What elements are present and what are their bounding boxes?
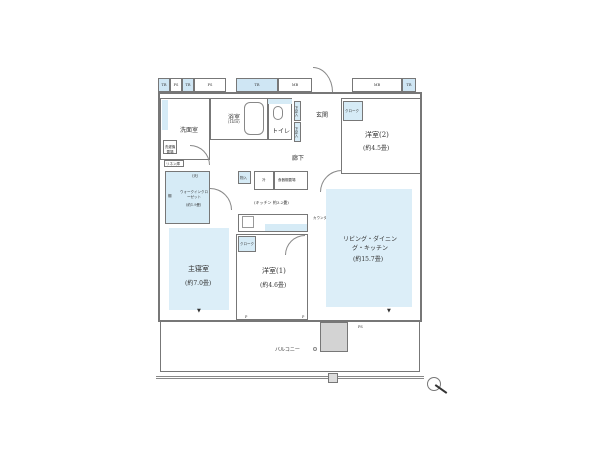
cupboard-label: 食器棚置場 [278, 178, 296, 182]
ldk-window-arrow-icon: ▼ [387, 308, 391, 314]
toilet-shelf [268, 99, 292, 104]
western-room-1 [236, 234, 308, 320]
bath-label: 浴室 [228, 114, 241, 121]
window-tr-2: TR [182, 78, 194, 92]
linen-closet: リネン庫 [164, 160, 184, 167]
wic-label: ウォークインクローゼット [180, 190, 208, 199]
washroom [160, 98, 210, 160]
master-bedroom [169, 228, 229, 310]
bathroom [210, 98, 268, 140]
balcony-area [160, 322, 420, 372]
hall-label: 廊下 [292, 155, 305, 162]
cloak1-label: クローク [240, 242, 254, 246]
bathtub-icon [244, 102, 264, 135]
window-tr-1: TR [158, 78, 170, 92]
shoe1-label: 下足入 [295, 106, 299, 117]
p1-label: P [245, 315, 248, 319]
window-ps-2: PS [194, 78, 226, 92]
window-ps-1: PS [170, 78, 182, 92]
vanity [162, 100, 168, 130]
living-dining-kitchen [326, 189, 412, 307]
p2-label: P [302, 315, 305, 319]
sink [265, 224, 307, 231]
walk-in-closet [165, 171, 210, 224]
storage: 物入 [238, 171, 251, 184]
counter-label: カウンター [313, 216, 331, 220]
cloak-1: クローク [238, 236, 256, 252]
linen-label: リネン庫 [166, 162, 180, 166]
ldk-label: リビング・ダイニング・キッチン [342, 236, 397, 252]
ps-label: PS [358, 325, 363, 329]
toilet-room [268, 98, 292, 140]
kitchen-counter [238, 214, 308, 232]
storage-label: 物入 [240, 176, 247, 180]
compass-icon [427, 377, 441, 391]
cupboard-space: 食器棚置場 [274, 171, 308, 190]
balcony-rail [156, 376, 424, 379]
wic-shelf-label: 棚 [168, 194, 172, 198]
bath-size: (1418) [228, 120, 240, 124]
entrance-label: 玄関 [316, 112, 329, 119]
cloak2-label: クローク [345, 109, 359, 113]
laundry-label: 洗濯機置場 [164, 145, 176, 154]
wic-top-label: (天) [192, 174, 199, 178]
window-tr-3: TR [236, 78, 278, 92]
western1-size: (約4.6畳) [260, 282, 287, 289]
shoe-cabinet-1: 下足入 [294, 101, 301, 121]
shoe-cabinet-2: 下足入 [294, 122, 301, 142]
fridge-space: 冷 [254, 171, 274, 190]
shoe2-label: 下足入 [295, 127, 299, 138]
window-mb-1: MB [278, 78, 312, 92]
outdoor-unit [320, 322, 348, 352]
cloak-2: クローク [343, 101, 363, 121]
master-window-arrow-icon: ▼ [197, 308, 201, 314]
hatch [328, 373, 338, 383]
toilet-icon [273, 106, 283, 120]
western1-label: 洋室(1) [262, 267, 286, 275]
western2-size: (約4.5畳) [363, 145, 390, 152]
outer-wall [158, 92, 422, 322]
window-mb-2: MB [352, 78, 402, 92]
western2-label: 洋室(2) [365, 131, 389, 139]
balcony-label: バルコニー [275, 347, 300, 353]
window-tr-4: TR [402, 78, 416, 92]
ldk-size: (約15.7畳) [353, 256, 384, 263]
toilet-label: トイレ [272, 128, 291, 135]
laundry-space: 洗濯機置場 [163, 140, 177, 154]
fridge-label: 冷 [262, 178, 266, 182]
western-room-2 [341, 98, 421, 174]
master-size: (約7.0畳) [185, 280, 212, 287]
washroom-label: 洗面室 [180, 127, 199, 134]
master-label: 主寝室 [188, 265, 209, 273]
stove-icon [242, 216, 254, 228]
drain-icon [313, 347, 317, 351]
wic-size: (約1.9畳) [186, 203, 202, 207]
kitchen-label: (キッチン 約3.2畳) [254, 200, 289, 205]
